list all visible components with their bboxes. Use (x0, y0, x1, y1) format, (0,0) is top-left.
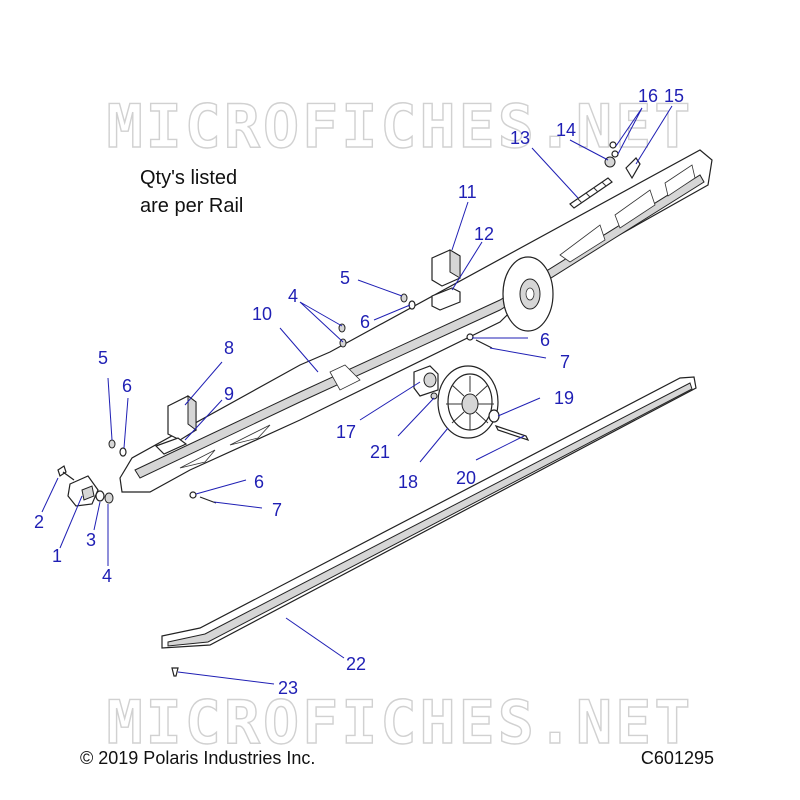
callout-6-front: 6 (122, 376, 132, 396)
callout-10: 10 (252, 304, 272, 324)
block-part-12 (431, 287, 461, 311)
nut-part-4-front (104, 492, 114, 504)
block-part-1 (67, 475, 99, 507)
callout-19: 19 (554, 388, 574, 408)
leader-lines (41, 105, 673, 685)
callout-14: 14 (556, 120, 576, 140)
bolt-part-2 (57, 465, 75, 481)
washer-part-3 (95, 490, 105, 502)
quantity-note: Qty's listed are per Rail (140, 164, 243, 220)
bolt-part-20 (494, 424, 530, 442)
callout-18: 18 (398, 472, 418, 492)
nuts-part-4-rail (338, 323, 347, 348)
rail-wheel (502, 256, 554, 332)
washer-part-19 (488, 409, 500, 423)
slide-part-22 (161, 376, 697, 649)
quantity-note-line-1: Qty's listed (140, 167, 238, 189)
callout-11: 11 (458, 182, 477, 202)
callout-12: 12 (474, 224, 494, 244)
watermark-bottom: MICROFICHES.NET (106, 687, 694, 758)
bolt-part-21 (430, 392, 438, 400)
bumper-part-11 (431, 249, 461, 287)
callout-22: 22 (346, 654, 366, 674)
bolt-part-7-rear (466, 333, 493, 349)
callout-7-rear: 7 (560, 352, 570, 372)
callout-15: 15 (664, 86, 684, 106)
callout-17: 17 (336, 422, 356, 442)
block-part-9 (154, 437, 188, 455)
nut-part-14 (604, 156, 616, 168)
callout-6-lower: 6 (254, 472, 264, 492)
watermark-top: MICROFICHES.NET (106, 91, 694, 162)
callout-6-rail: 6 (360, 312, 370, 332)
callout-numbers: 1 2 3 4 4 5 5 6 6 6 6 7 7 8 9 10 11 12 1… (34, 86, 684, 698)
bumper-part-8 (167, 395, 197, 441)
bolt-part-7-front (189, 491, 217, 504)
callout-3: 3 (86, 530, 96, 550)
callout-5-rail: 5 (340, 268, 350, 288)
quantity-note-line-2: are per Rail (140, 195, 244, 217)
callout-20: 20 (456, 468, 476, 488)
callout-21: 21 (370, 442, 390, 462)
screw-part-23 (171, 667, 179, 677)
callout-13: 13 (510, 128, 530, 148)
callout-23: 23 (278, 678, 298, 698)
callout-6-rear: 6 (540, 330, 550, 350)
nut-part-5-front (108, 439, 116, 449)
callout-16: 16 (638, 86, 658, 106)
callout-5-front: 5 (98, 348, 108, 368)
washer-part-6-front (119, 447, 127, 457)
callout-8: 8 (224, 338, 234, 358)
spring-rod-part-13 (569, 177, 613, 209)
bolts-part-16 (609, 141, 619, 158)
copyright-text: © 2019 Polaris Industries Inc. (80, 748, 316, 768)
callout-4-rail: 4 (288, 286, 298, 306)
callout-9: 9 (224, 384, 234, 404)
callout-1: 1 (52, 546, 62, 566)
callout-4-front: 4 (102, 566, 112, 586)
drawing-number: C601295 (640, 748, 714, 768)
nut-part-5-rail (400, 293, 408, 303)
callout-2: 2 (34, 512, 44, 532)
spacer-part-17 (413, 365, 439, 397)
wheel-part-18 (437, 365, 499, 439)
rail-part-10 (119, 149, 713, 493)
callout-7-front: 7 (272, 500, 282, 520)
